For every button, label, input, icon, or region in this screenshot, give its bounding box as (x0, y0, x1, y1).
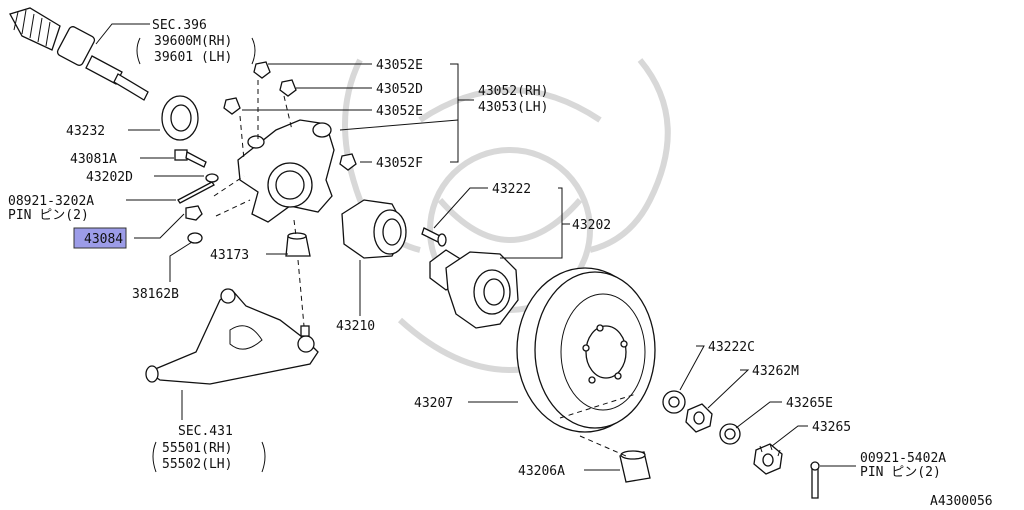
bolt-43081a (174, 149, 207, 168)
label-43222c: 43222C (708, 340, 755, 355)
label-43206a: 43206A (518, 464, 565, 479)
leader-lines (95, 23, 856, 471)
label-08921: 08921-3202A (8, 194, 94, 209)
brake-disc-43207 (516, 267, 656, 433)
lower-arm (145, 288, 319, 385)
label-43202: 43202 (572, 218, 611, 233)
label-sec396-lh: 39601 (LH) (154, 50, 232, 65)
label-43262m: 43262M (752, 364, 799, 379)
nut-43052f (339, 153, 357, 171)
label-43265e: 43265E (786, 396, 833, 411)
label-43173: 43173 (210, 248, 249, 263)
label-43084[interactable]: 43084 (84, 232, 123, 247)
washer-38162b (187, 232, 203, 244)
label-pin2: PIN ピン(2) (860, 465, 941, 480)
label-43207: 43207 (414, 396, 453, 411)
washer-43202d (205, 173, 219, 183)
label-43052f: 43052F (376, 156, 423, 171)
bushing-43173 (285, 232, 311, 257)
label-43052e-top: 43052E (376, 58, 423, 73)
nut-43052d (279, 79, 297, 97)
washer-43222c (662, 390, 686, 414)
label-43265: 43265 (812, 420, 851, 435)
nut-43262m (685, 403, 713, 433)
diagram-id: A4300056 (930, 494, 993, 509)
label-43052e-mid: 43052E (376, 104, 423, 119)
label-00921: 00921-5402A (860, 451, 946, 466)
label-43232: 43232 (66, 124, 105, 139)
bearing-43210 (341, 199, 407, 259)
bracket-sec396 (136, 37, 141, 65)
label-sec431-lh: 55502(LH) (162, 457, 232, 472)
pin-00921 (810, 461, 820, 499)
seal-43232 (161, 95, 199, 141)
pin-08921 (177, 181, 215, 204)
bracket-sec431-r (261, 441, 266, 473)
nut-43052e-top (253, 61, 271, 79)
label-38162b: 38162B (132, 287, 179, 302)
bolt-43222 (421, 227, 447, 247)
bracket-sec396-r (251, 37, 256, 65)
label-pin1: PIN ピン(2) (8, 208, 89, 223)
nut-43052e-mid (223, 97, 241, 115)
hub-43202 (429, 249, 519, 329)
label-sec431: SEC.431 (178, 424, 233, 439)
knuckle (237, 119, 335, 223)
label-43052d: 43052D (376, 82, 423, 97)
label-43222: 43222 (492, 182, 531, 197)
label-sec396-rh: 39600M(RH) (154, 34, 232, 49)
label-43202d: 43202D (86, 170, 133, 185)
drive-shaft (9, 7, 149, 101)
nut-43265 (753, 443, 783, 475)
label-43210: 43210 (336, 319, 375, 334)
label-43053-lh: 43053(LH) (478, 100, 548, 115)
label-sec431-rh: 55501(RH) (162, 441, 232, 456)
bracket-sec431 (152, 441, 157, 473)
nut-43084 (185, 205, 203, 221)
label-43052-rh: 43052(RH) (478, 84, 548, 99)
washer-43265e (719, 423, 741, 445)
label-sec396: SEC.396 (152, 18, 207, 33)
cap-43206a (619, 450, 651, 483)
label-43081a: 43081A (70, 152, 117, 167)
highlight-43084[interactable] (73, 227, 127, 249)
